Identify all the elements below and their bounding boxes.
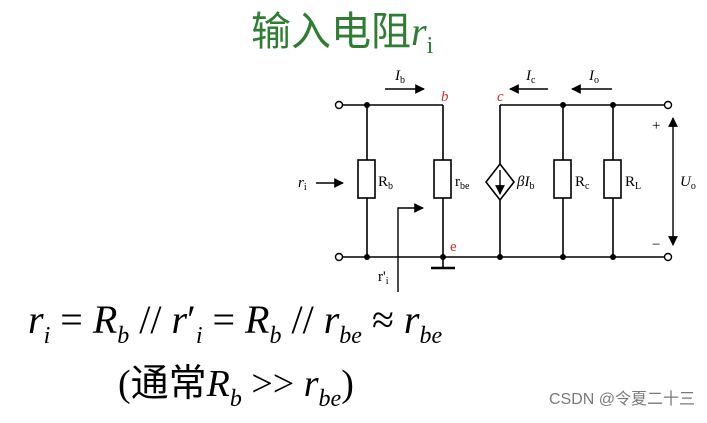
ib-label: Ib bbox=[394, 68, 405, 86]
minus-sign: − bbox=[652, 237, 660, 253]
watermark: CSDN @令夏二十三 bbox=[548, 391, 695, 408]
plus-sign: + bbox=[652, 118, 660, 134]
input-terminal-bottom bbox=[334, 252, 344, 262]
condition-note: (通常Rb >> rbe) bbox=[118, 363, 354, 412]
ic-label: Ic bbox=[525, 68, 536, 86]
node-c-label: c bbox=[497, 89, 504, 105]
rl-label: RL bbox=[625, 174, 641, 192]
resistor-rl bbox=[603, 159, 622, 199]
node-b-label: b bbox=[441, 89, 449, 105]
input-terminal-top bbox=[334, 100, 344, 110]
io-label: Io bbox=[588, 68, 599, 86]
title-text: 输入电阻 bbox=[251, 9, 411, 54]
ri-prime-label: r'i bbox=[378, 269, 389, 287]
ri-prime-arrow bbox=[397, 203, 424, 292]
source-label: βIb bbox=[516, 174, 534, 192]
rc-label: Rc bbox=[575, 174, 590, 192]
input-resistance-formula: ri = Rb // r′i = Rb // rbe ≈ rbe bbox=[28, 297, 443, 349]
uo-label: Uo bbox=[680, 174, 696, 192]
resistor-rbe bbox=[433, 159, 452, 199]
resistor-rc bbox=[553, 159, 572, 199]
slide-title: 输入电阻ri bbox=[251, 6, 481, 59]
ri-label: ri bbox=[298, 175, 307, 193]
title-subscript: i bbox=[426, 33, 434, 59]
resistor-rb bbox=[357, 159, 376, 199]
output-terminal-bottom bbox=[663, 252, 673, 262]
rb-label: Rb bbox=[378, 174, 393, 192]
title-variable: r bbox=[411, 9, 427, 54]
node-e-label: e bbox=[450, 239, 457, 255]
output-terminal-top bbox=[663, 100, 673, 110]
rbe-label: rbe bbox=[455, 174, 470, 192]
